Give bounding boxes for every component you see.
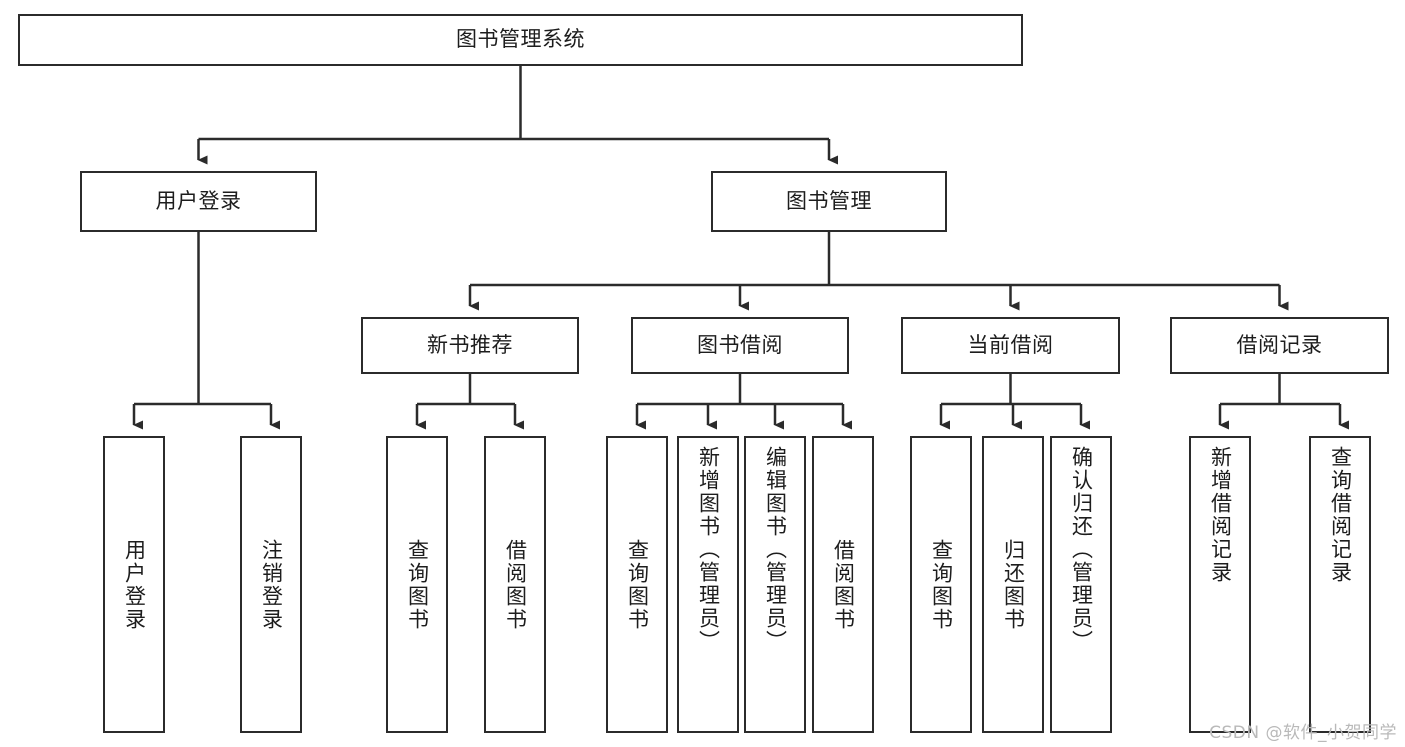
node-label: 查询借阅记录: [1328, 446, 1353, 584]
node-leaf_query_record[interactable]: 查询借阅记录: [1309, 436, 1371, 733]
node-label: 借阅记录: [1236, 332, 1323, 357]
node-root[interactable]: 图书管理系统: [18, 14, 1023, 66]
node-new_book_rec[interactable]: 新书推荐: [361, 317, 579, 374]
node-label: 新书推荐: [427, 332, 513, 357]
node-label: 确认归还（管理员）: [1069, 446, 1094, 653]
node-label: 编辑图书（管理员）: [763, 446, 788, 653]
node-label: 查询图书: [405, 538, 430, 631]
node-label: 图书管理系统: [456, 27, 585, 52]
node-book_borrow[interactable]: 图书借阅: [631, 317, 849, 374]
node-leaf_return_book[interactable]: 归还图书: [982, 436, 1044, 733]
node-leaf_add_book[interactable]: 新增图书（管理员）: [677, 436, 739, 733]
node-leaf_edit_book[interactable]: 编辑图书（管理员）: [744, 436, 806, 733]
node-book_mgmt[interactable]: 图书管理: [711, 171, 947, 232]
node-leaf_add_record[interactable]: 新增借阅记录: [1189, 436, 1251, 733]
node-label: 新增图书（管理员）: [696, 446, 721, 653]
node-leaf_user_login[interactable]: 用户登录: [103, 436, 165, 733]
node-label: 借阅图书: [831, 538, 856, 631]
node-current_borrow[interactable]: 当前借阅: [901, 317, 1120, 374]
node-borrow_record[interactable]: 借阅记录: [1170, 317, 1389, 374]
node-leaf_query_book_1[interactable]: 查询图书: [386, 436, 448, 733]
node-user_login[interactable]: 用户登录: [80, 171, 317, 232]
node-label: 图书管理: [786, 188, 872, 213]
node-label: 用户登录: [155, 188, 242, 213]
node-label: 归还图书: [1001, 538, 1026, 631]
watermark-text: CSDN @软件_小贺同学: [1209, 723, 1397, 743]
node-leaf_borrow_book_1[interactable]: 借阅图书: [484, 436, 546, 733]
node-leaf_query_book_2[interactable]: 查询图书: [606, 436, 668, 733]
node-label: 注销登录: [259, 538, 284, 631]
node-label: 当前借阅: [967, 332, 1054, 357]
node-leaf_confirm_return[interactable]: 确认归还（管理员）: [1050, 436, 1112, 733]
node-leaf_logout[interactable]: 注销登录: [240, 436, 302, 733]
node-label: 借阅图书: [503, 538, 528, 631]
node-leaf_query_book_3[interactable]: 查询图书: [910, 436, 972, 733]
node-label: 查询图书: [929, 538, 954, 631]
node-label: 用户登录: [122, 538, 147, 631]
node-leaf_borrow_book_2[interactable]: 借阅图书: [812, 436, 874, 733]
node-label: 新增借阅记录: [1208, 446, 1233, 584]
node-label: 图书借阅: [697, 332, 783, 357]
node-label: 查询图书: [625, 538, 650, 631]
